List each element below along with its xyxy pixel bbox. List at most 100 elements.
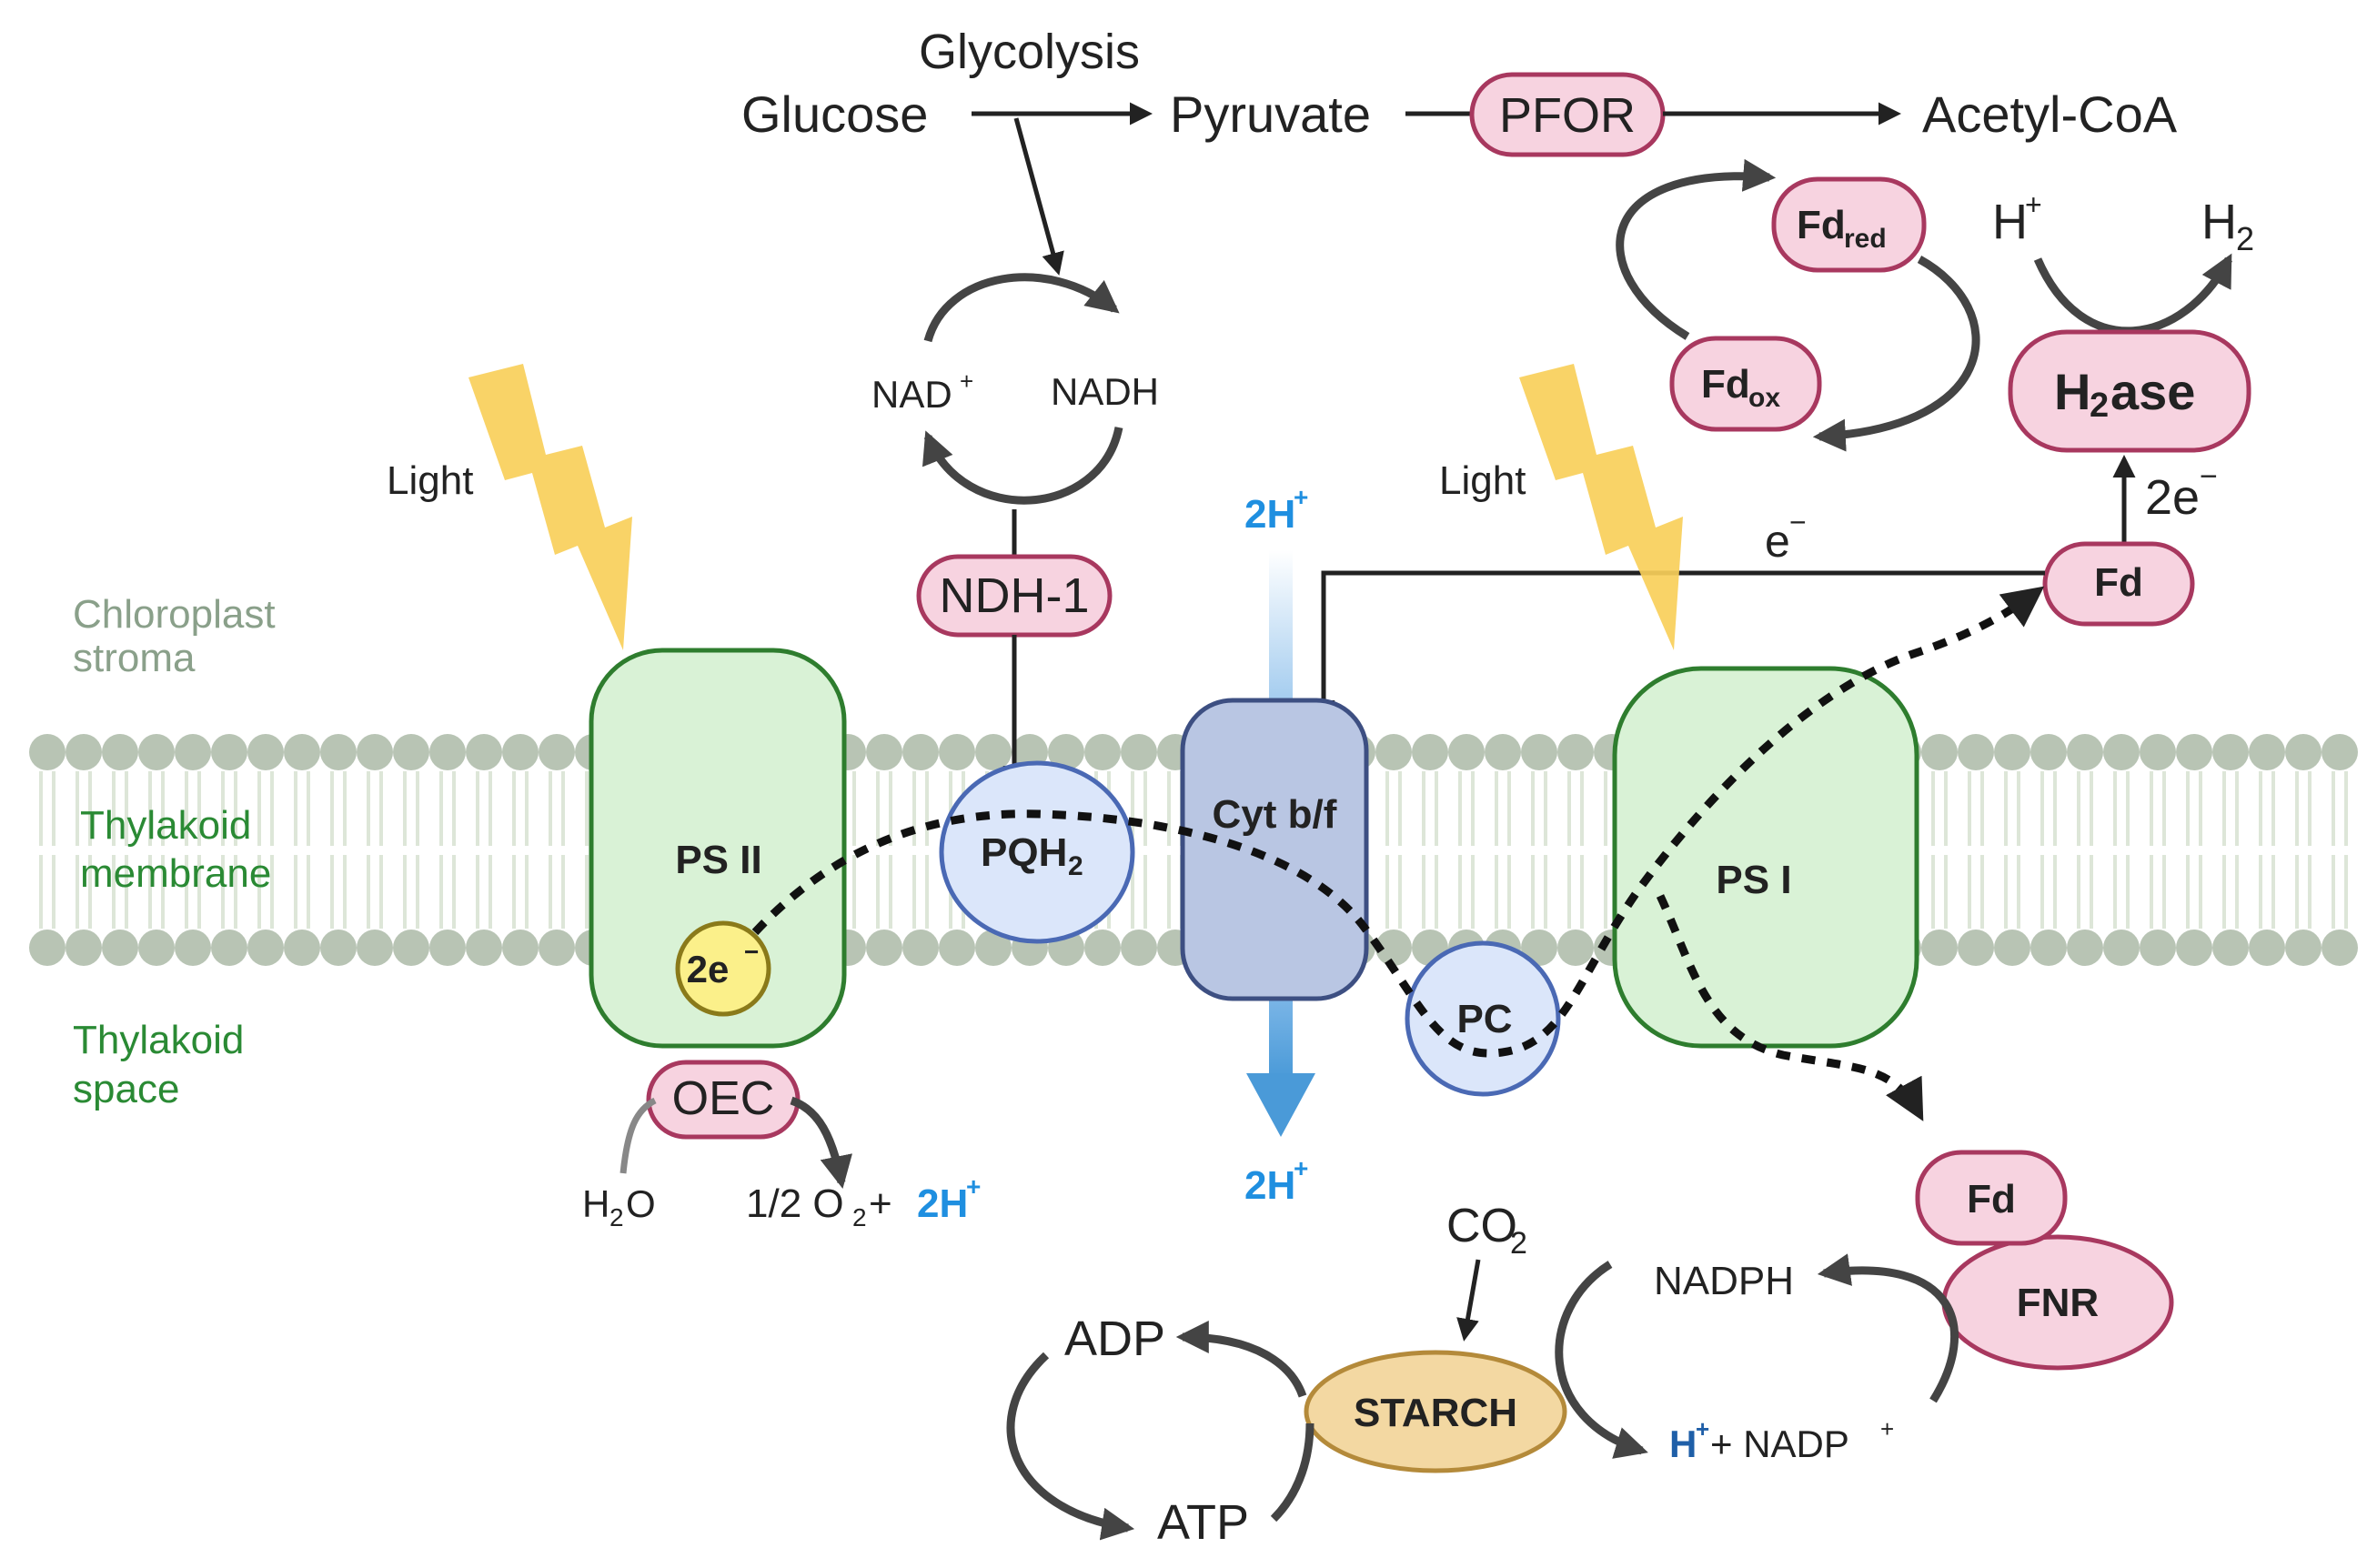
- lipid-head: [138, 930, 175, 966]
- o2-2h-sup: +: [966, 1172, 981, 1201]
- lipid-head: [1084, 930, 1121, 966]
- lipid-head: [29, 734, 65, 770]
- lipid-head: [1557, 930, 1594, 966]
- lipid-head: [975, 734, 1012, 770]
- lipid-head: [102, 930, 138, 966]
- lipid-head: [138, 734, 175, 770]
- fd-mid-label: Fd: [2094, 560, 2143, 605]
- lipid-head: [502, 734, 539, 770]
- co2-starch-arrow: [1456, 1259, 1481, 1342]
- h-plus-nadp-sup: +: [1696, 1415, 1709, 1442]
- ps2-electron-circle: [675, 920, 771, 1017]
- lipid-head: [247, 930, 284, 966]
- fd-cyt-electron-line: [1312, 570, 2045, 723]
- glucose-nadh-arrow: [1013, 117, 1064, 276]
- nadph-label: NADPH: [1654, 1259, 1794, 1303]
- nadp-nadph-arrow: [1817, 1253, 1959, 1403]
- proton-arrow-bottom: [1269, 991, 1293, 1078]
- o2-label: 1/2 O: [746, 1181, 844, 1226]
- two-h-bottom-label: 2H: [1244, 1163, 1295, 1208]
- h2-top-label: H: [2201, 195, 2237, 249]
- lipid-head: [1412, 734, 1448, 770]
- lipid-head: [1084, 734, 1121, 770]
- co2-sub: 2: [1510, 1226, 1527, 1261]
- starch-label: STARCH: [1354, 1391, 1517, 1435]
- h2o-end: O: [626, 1182, 656, 1225]
- oec-o2-arrow: [790, 1096, 852, 1190]
- lipid-head: [866, 930, 902, 966]
- fd-red-box: [1771, 176, 1927, 273]
- lipid-head: [1994, 734, 2030, 770]
- h-plus-top-sup: +: [2025, 188, 2042, 221]
- lipid-head: [393, 734, 429, 770]
- lipid-head: [211, 930, 247, 966]
- adp-atp-arrow: [1006, 1352, 1135, 1541]
- ps1-label: PS I: [1716, 858, 1791, 902]
- h2o-label: H: [582, 1182, 609, 1225]
- cyt-bf-complex: [1180, 698, 1369, 1001]
- h-plus-nadp-label: H: [1669, 1422, 1697, 1465]
- lipid-head: [1121, 734, 1157, 770]
- pc-circle: [1405, 940, 1561, 1097]
- proton-arrow-head: [1246, 1073, 1315, 1137]
- fd-ox-label: Fd: [1701, 362, 1750, 407]
- lipid-head: [2285, 930, 2322, 966]
- lipid-head: [1448, 734, 1485, 770]
- acetyl-coa-label: Acetyl-CoA: [1922, 85, 2178, 143]
- lipid-head: [1958, 734, 1994, 770]
- lipid-head: [1557, 734, 1594, 770]
- lipid-head: [2322, 930, 2358, 966]
- lipid-head: [2176, 930, 2212, 966]
- fd-ox-box: [1669, 336, 1822, 432]
- lipid-head: [284, 930, 320, 966]
- stroma-label: stroma: [73, 636, 196, 680]
- light-left-label: Light: [387, 458, 473, 503]
- fnr-label: FNR: [2017, 1281, 2099, 1325]
- pqh2-label: PQH: [981, 830, 1067, 875]
- nadh-label: NADH: [1051, 370, 1159, 413]
- h-plus-h2-arrow: [2033, 253, 2232, 336]
- fd-bottom-box: [1915, 1150, 2068, 1246]
- fd-cycle-right-arrow: [1812, 256, 1980, 452]
- space-label: space: [73, 1067, 179, 1111]
- nadph-nadp-arrow: [1555, 1261, 1648, 1459]
- lipid-head: [429, 734, 466, 770]
- starch-box: [1304, 1350, 1567, 1473]
- lipid-head: [320, 930, 357, 966]
- atp-label: ATP: [1157, 1495, 1249, 1550]
- lipid-head: [1921, 930, 1958, 966]
- lipid-head: [975, 930, 1012, 966]
- lipid-head: [175, 734, 211, 770]
- lipid-head: [2030, 734, 2067, 770]
- lipid-head: [2249, 930, 2285, 966]
- pc-label: PC: [1456, 997, 1512, 1041]
- lipid-head: [2140, 930, 2176, 966]
- lipid-head: [2212, 734, 2249, 770]
- h2ase-rest: ase: [2110, 363, 2195, 420]
- ps2-complex: [589, 648, 847, 1049]
- two-h-top-sup: +: [1294, 483, 1308, 511]
- ps2-label: PS II: [675, 838, 761, 882]
- h2ase-sub: 2: [2090, 387, 2109, 425]
- lipid-head: [1485, 734, 1521, 770]
- membrane-label: membrane: [80, 851, 271, 896]
- lipid-head: [247, 734, 284, 770]
- h2-top-sub: 2: [2236, 220, 2254, 257]
- pfor-label: PFOR: [1499, 88, 1636, 143]
- adp-label: ADP: [1064, 1312, 1165, 1366]
- lightning-right-icon: [1519, 364, 1683, 650]
- h2ase-label: H: [2054, 363, 2090, 420]
- lipid-head: [1921, 734, 1958, 770]
- glycolysis-label: Glycolysis: [919, 25, 1140, 79]
- nad-plus-label: NAD: [871, 373, 952, 416]
- e-minus-sup: −: [1789, 506, 1807, 538]
- two-h-top-label: 2H: [1244, 492, 1295, 537]
- ps2-electron-label: 2e: [687, 948, 730, 990]
- lipid-head: [466, 930, 502, 966]
- o2-sub: 2: [852, 1203, 867, 1231]
- lipid-head: [2103, 930, 2140, 966]
- lipid-head: [1121, 930, 1157, 966]
- lipid-head: [2140, 734, 2176, 770]
- glucose-label: Glucose: [741, 85, 928, 143]
